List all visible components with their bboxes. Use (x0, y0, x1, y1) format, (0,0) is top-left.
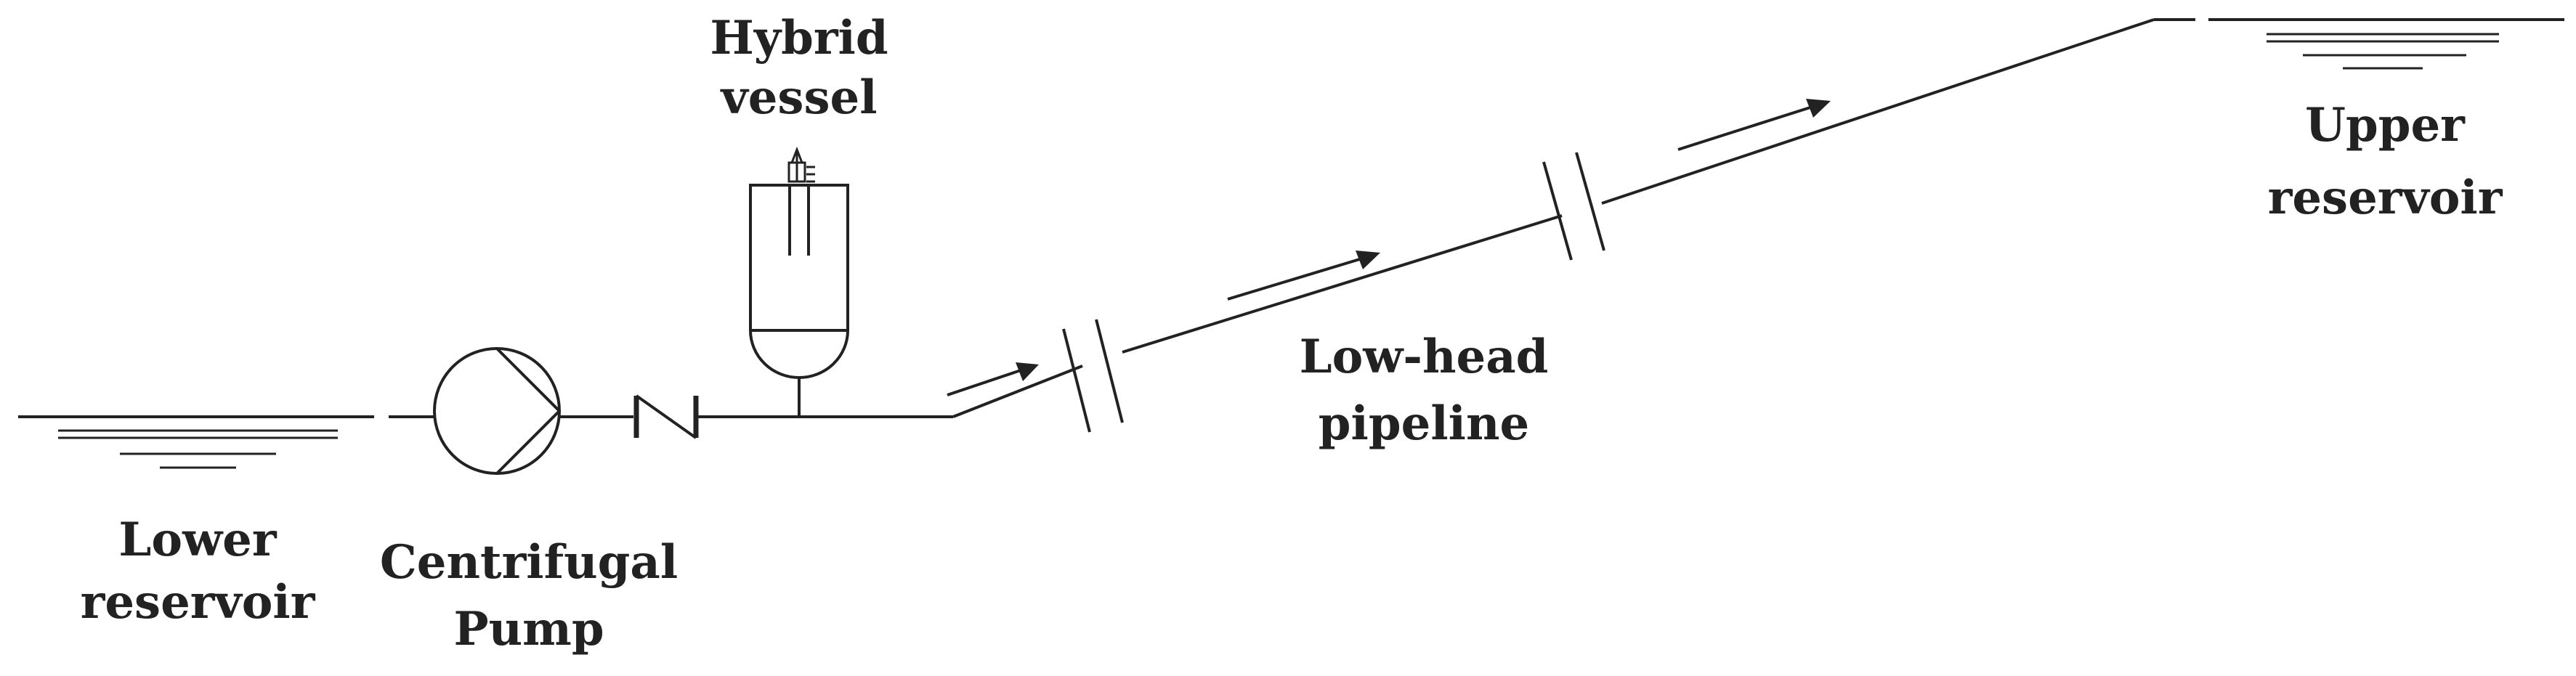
label-line: vessel (720, 70, 878, 125)
lower-reservoir-icon (18, 415, 374, 469)
label-hybrid-vessel: Hybrid vessel (710, 11, 888, 125)
pipe-break-icon (1542, 152, 1605, 261)
check-valve-icon (633, 394, 699, 439)
label-low-head-pipeline: Low-head pipeline (1300, 330, 1549, 451)
label-line: reservoir (81, 575, 316, 630)
label-line: Hybrid (710, 11, 888, 65)
label-line: reservoir (2268, 171, 2503, 225)
flow-arrow-icon (1227, 251, 1380, 301)
pipe-break-icon (1062, 319, 1124, 433)
air-valve-icon (787, 146, 815, 183)
label-lower-reservoir: Lower reservoir (81, 513, 316, 630)
label-line: Low-head (1300, 330, 1549, 384)
centrifugal-pump-icon (433, 347, 561, 475)
upper-reservoir-icon (2208, 18, 2564, 70)
label-centrifugal-pump: Centrifugal Pump (380, 535, 678, 656)
label-line: Upper (2305, 98, 2466, 152)
label-line: pipeline (1319, 396, 1529, 451)
label-line: Pump (453, 602, 604, 656)
flow-arrow-icon (947, 362, 1039, 396)
label-line: Centrifugal (380, 535, 678, 590)
label-upper-reservoir: Upper reservoir (2268, 98, 2503, 225)
flow-arrow-icon (1677, 99, 1831, 151)
label-line: Lower (118, 513, 278, 567)
hybrid-vessel-icon (749, 184, 849, 379)
low-head-pipeline (952, 18, 2195, 418)
